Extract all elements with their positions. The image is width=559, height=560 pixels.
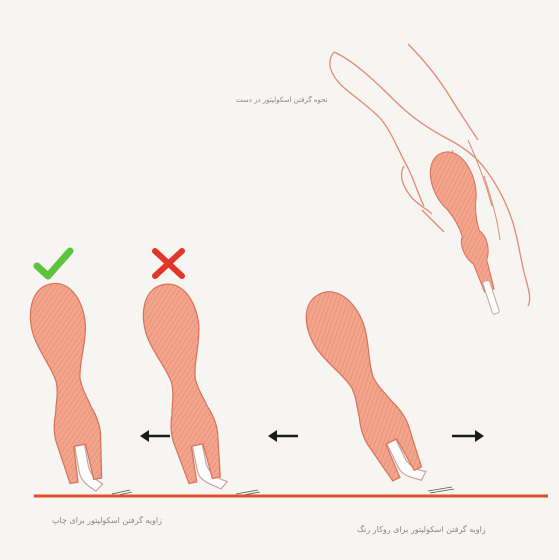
hand-tool [424,146,516,320]
cross-icon [155,251,182,276]
tool-handle [295,282,431,485]
arrow-right [452,430,484,442]
top-annotation: نحوه گرفتن اسکولپتور در دست [236,96,328,104]
tool-correct [25,279,115,497]
checkmark-icon [37,251,70,276]
hand-tool-blade [482,280,499,314]
tool-wrong [137,279,234,498]
tool-handle [137,279,231,486]
tool-group [25,279,437,498]
hand-tool-handle [424,146,508,297]
hand-illustration [330,44,530,320]
tool-right-stroke [295,282,436,496]
arrow-left-1 [140,430,170,442]
caption-right: زاویه گرفتن اسکولپتور برای روکار رنگ [357,525,486,534]
tool-handle [25,279,113,485]
arrow-left-2 [268,430,298,442]
caption-left: زاویه گرفتن اسکولپتور برای چاپ [52,516,162,525]
